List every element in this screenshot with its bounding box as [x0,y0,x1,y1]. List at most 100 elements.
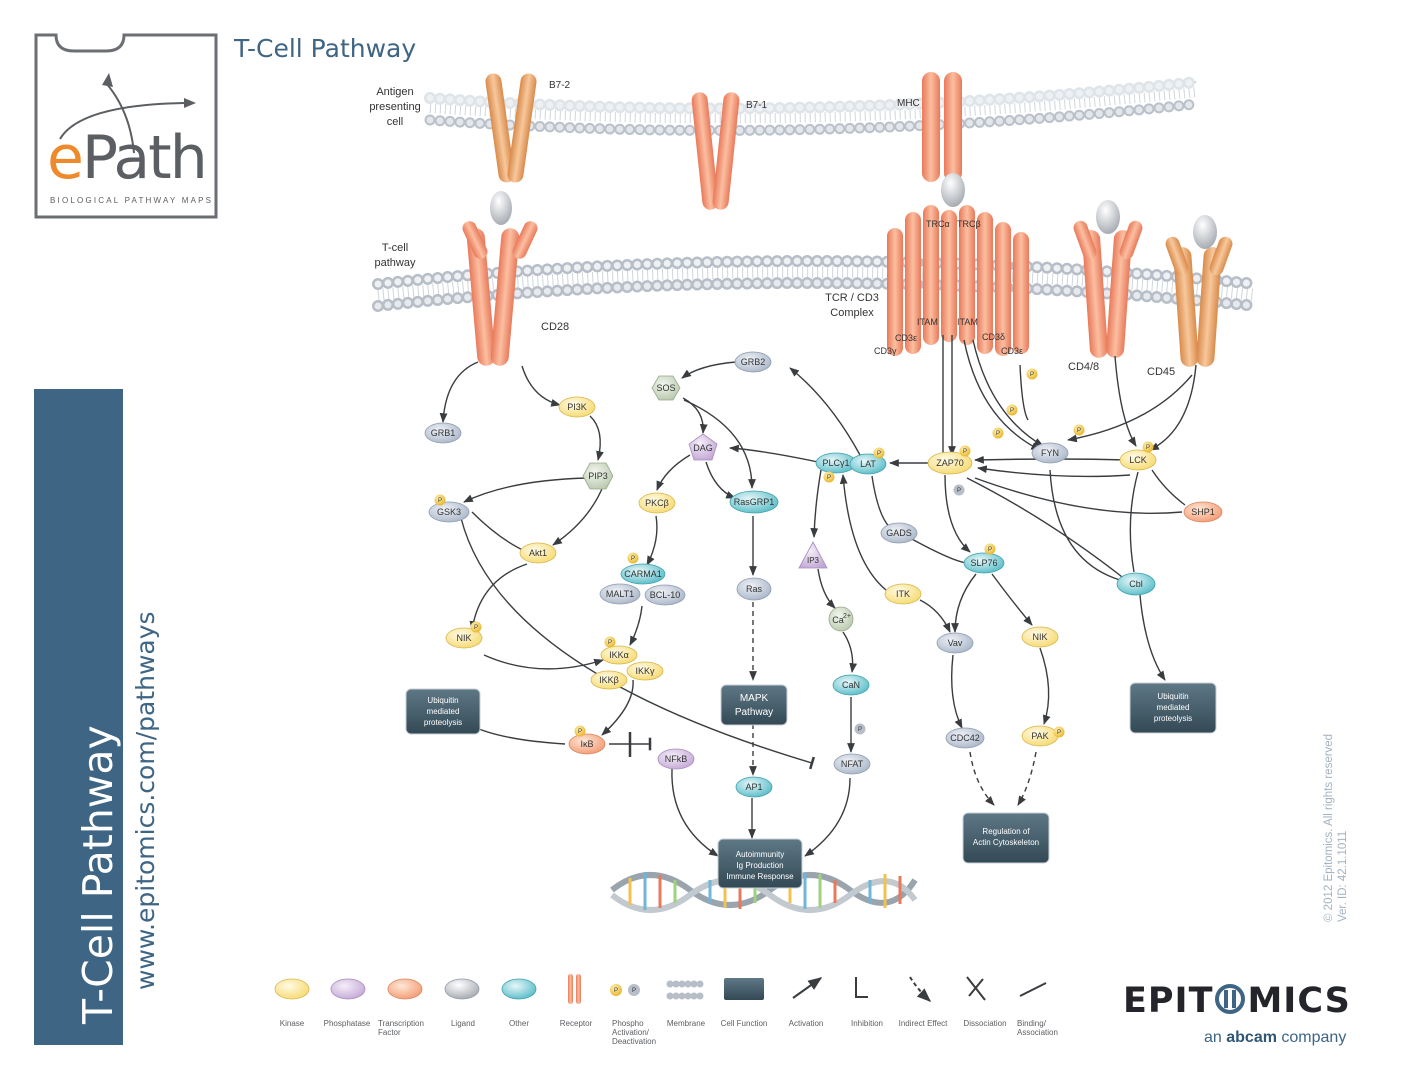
legend-inhibition-swatch [855,977,868,998]
phospho-label: P [632,988,636,994]
node-ikkg: IKKγ [626,661,664,681]
brand-tagline: an abcam company [1204,1029,1346,1047]
legend-label-binding: Binding/ Association [1017,1019,1058,1037]
node-dag: DAG [688,433,718,461]
node-can-label: CaN [842,680,860,690]
logo-wordmark: ePath [47,123,208,193]
legend-label-inhibition: Inhibition [850,1019,884,1028]
legend-activation-swatch [792,977,823,999]
node-slp76: SLP76 [963,552,1005,574]
legend-phospho-swatch: P P [610,984,640,996]
phospho-label: P [996,431,1000,437]
legend-label-receptor: Receptor [559,1019,593,1028]
phospho-label: P [858,727,862,733]
function-autoimmunity: Autoimmunity Ig Production Immune Respon… [717,838,803,889]
label-mhc: MHC [897,98,920,109]
node-gsk3-label: GSK3 [437,507,461,517]
label-itam-right: ITAM [957,317,978,327]
legend-label-cell-function: Cell Function [720,1019,768,1028]
node-ikkg-label: IKKγ [635,666,655,676]
legend-binding-swatch [1019,982,1047,997]
node-cdc42-label: CDC42 [950,733,980,743]
node-pip3-label: PIP3 [588,471,608,481]
brand-tagline-pre: an [1204,1029,1222,1046]
phospho-label: P [578,729,582,735]
node-bcl10: BCL-10 [644,584,686,606]
label-trcb: TRCβ [957,219,981,229]
node-lck-label: LCK [1129,455,1147,465]
label-cd28: CD28 [541,321,569,333]
node-zap70-label: ZAP70 [936,458,964,468]
node-ap1-label: AP1 [745,782,762,792]
node-gads-label: GADS [886,528,912,538]
tcell-label-1: T-cell [382,242,408,254]
tcr-cd3-complex [887,205,1029,356]
apc-label-1: Antigen [376,86,413,98]
phospho-label: P [438,498,442,504]
logo-frame [34,33,218,219]
tcell-label-2: pathway [375,257,416,269]
legend-label-membrane: Membrane [666,1019,706,1028]
node-can: CaN [832,674,870,696]
function-ubiquitin-right: Ubiquitin mediated proteolysis [1129,682,1217,734]
auto-line-2: Ig Production [736,861,783,870]
node-sos-label: SOS [656,383,675,393]
legend-label-indirect-effect: Indirect Effect [898,1019,948,1028]
node-lck: LCK [1119,449,1157,471]
label-cd3e-left: CD3ε [895,333,917,343]
ligand-tcr [941,173,965,207]
node-ip3: IP3 [798,541,828,569]
page-title: T-Cell Pathway [234,34,417,63]
pathway-edges [439,335,1197,857]
apc-label-2: presenting [369,101,420,113]
node-ip3-label: IP3 [807,556,820,565]
mapk-line-1: MAPK [740,693,769,704]
label-trca: TRCα [926,219,950,229]
node-plcg1: PLCγ1 [815,452,857,474]
legend-label-phospho: Phospho Activation/ Deactivation [612,1019,657,1046]
node-lat: LAT [849,453,887,475]
phospho-label: P [963,449,967,455]
legend-receptor-swatch [568,974,581,1004]
node-malt1-label: MALT1 [606,589,634,599]
phospho-label: P [474,625,478,631]
ligand-cd45 [1193,215,1217,249]
legend-label-ligand: Ligand [450,1019,476,1028]
receptor-cd45 [1165,236,1233,367]
phospho-label: P [1146,445,1150,451]
node-bcl10-label: BCL-10 [650,590,681,600]
node-carma1-label: CARMA1 [624,569,662,579]
receptor-b72 [485,73,537,183]
legend-other-swatch [501,978,537,1000]
legend-ligand-swatch [444,978,480,1000]
node-nfat: NFAT [833,753,871,775]
node-pak-label: PAK [1031,731,1048,741]
node-pi3k-label: PI3K [567,402,587,412]
ligand-cd28 [490,191,512,225]
node-slp76-label: SLP76 [970,558,997,568]
legend-label-activation: Activation [788,1019,824,1028]
legend: P P [274,974,1047,1004]
node-vav-label: Vav [948,638,963,648]
phospho-label: P [608,640,612,646]
legend-indirect-effect-swatch [909,976,932,1002]
node-nik-left: NIK [445,627,483,649]
auto-line-1: Autoimmunity [736,850,784,859]
function-ubiquitin-left: Ubiquitin mediated proteolysis [405,688,481,735]
actin-line-1: Regulation of [982,827,1030,836]
node-ikka-label: IKKα [609,650,629,660]
node-itk: ITK [884,583,922,605]
node-ca-charge: 2+ [843,613,851,620]
label-itam-left: ITAM [917,317,938,327]
node-ikka: IKKα [600,645,638,665]
phospho-label: P [1030,372,1034,378]
legend-dissociation-swatch [966,976,986,1001]
legend-membrane-swatch [666,980,707,1000]
node-lat-label: LAT [860,459,876,469]
phospho-label: P [1010,408,1014,414]
node-nik-left-label: NIK [456,633,471,643]
node-cbl-label: Cbl [1129,579,1143,589]
node-rasgrp1: RasGRP1 [729,490,779,514]
